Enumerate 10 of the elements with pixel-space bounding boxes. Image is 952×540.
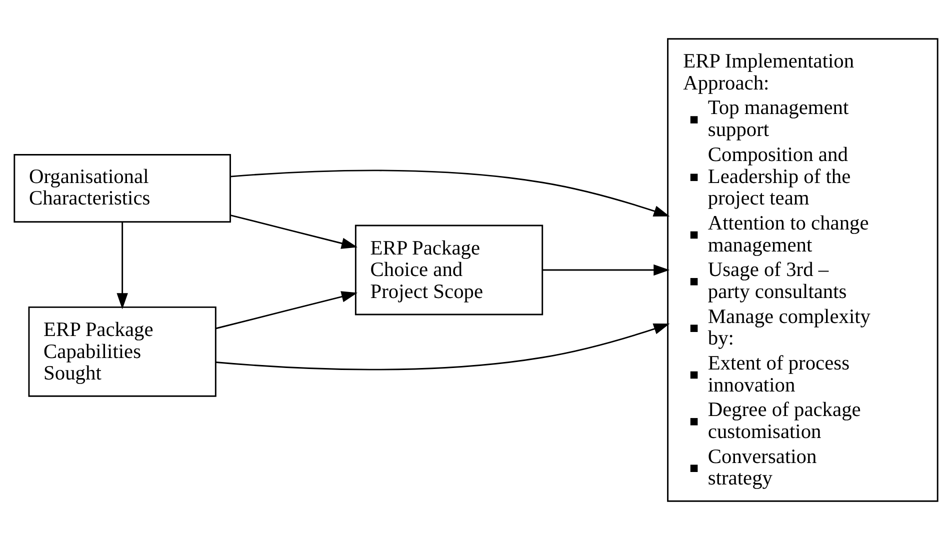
arrow bbox=[230, 214, 358, 249]
arrow bbox=[542, 264, 670, 276]
arrow bbox=[116, 222, 128, 310]
arrow bbox=[230, 170, 670, 217]
arrow bbox=[216, 291, 358, 330]
node-box: Organisational Characteristics bbox=[14, 154, 231, 223]
node-box: ERP Implementation Approach: Top management support Composition and Leadership of the project team Attention to change management Usage of 3rd – party consultants Manage complexity by: Extent of process innovation Degree of package customisation Conversation strategy bbox=[667, 38, 938, 502]
node-box: ERP Package Capabilities Sought bbox=[28, 306, 216, 397]
node-box: ERP Package Choice and Project Scope bbox=[354, 224, 544, 316]
arrow bbox=[216, 323, 670, 370]
